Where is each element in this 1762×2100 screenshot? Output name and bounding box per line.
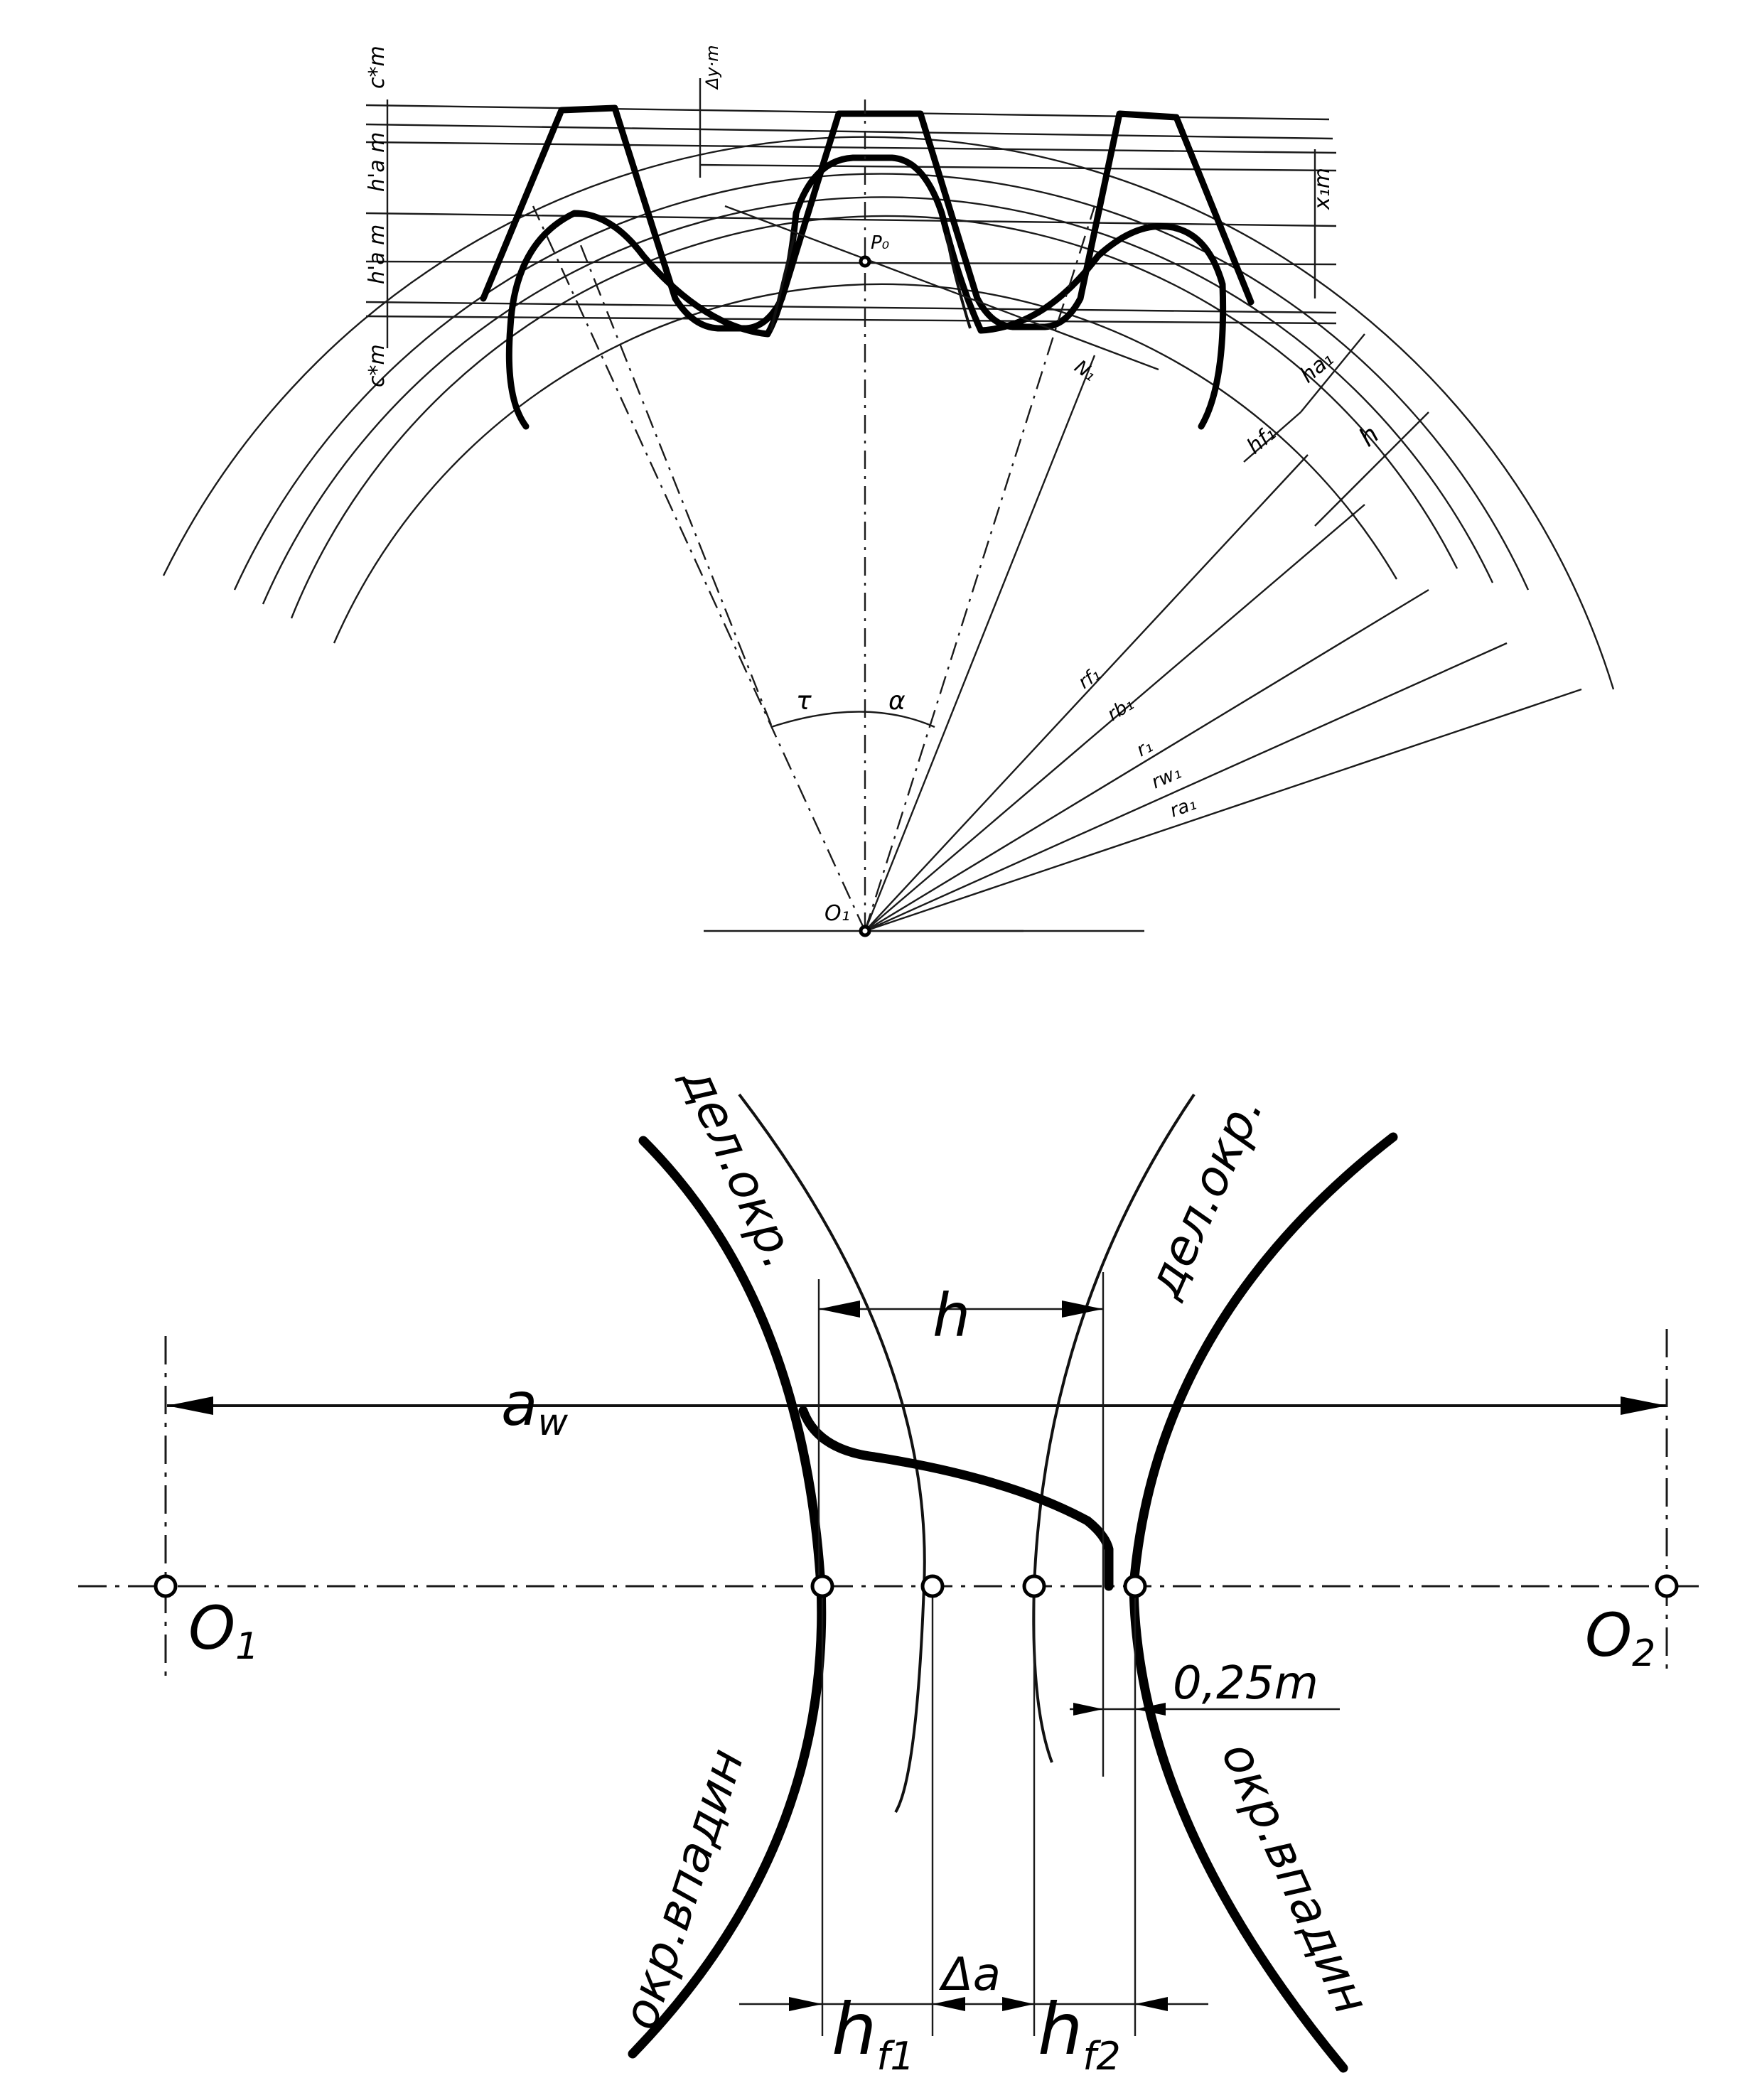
label-rw1: rw₁ bbox=[1149, 762, 1185, 794]
label-p0: P₀ bbox=[871, 232, 890, 254]
gear-tooth-profile bbox=[505, 154, 1227, 430]
label-o1-top: O₁ bbox=[824, 901, 850, 926]
label-ra1: ra₁ bbox=[1167, 793, 1199, 822]
label-hf1: hf1 bbox=[832, 1988, 915, 2079]
aw-arrow-right bbox=[1621, 1396, 1667, 1415]
angle-arc bbox=[770, 711, 935, 728]
rack-line-4 bbox=[699, 163, 1337, 172]
dim-h bbox=[1314, 411, 1429, 527]
left-pitch-circle bbox=[738, 1093, 926, 1814]
base-radius-to-n1 bbox=[864, 355, 1096, 932]
dim-label-x1m: x₁m bbox=[1310, 168, 1335, 210]
label-ha1: ha₁ bbox=[1296, 347, 1338, 389]
axis-right-tooth bbox=[864, 205, 1096, 932]
label-o2-bottom: O2 bbox=[1585, 1600, 1655, 1675]
axis-left-space bbox=[578, 241, 773, 726]
clearance-arrow-right bbox=[1135, 1703, 1166, 1716]
line-of-action bbox=[724, 205, 1159, 371]
rack-profile bbox=[480, 104, 1255, 332]
base-circle bbox=[290, 215, 1459, 619]
h-arrow-left bbox=[819, 1301, 860, 1318]
label-pitch-left: дел.окр. bbox=[670, 1058, 808, 1277]
bottom-arrow-4 bbox=[1135, 1997, 1168, 2011]
dim-ha1 bbox=[1300, 333, 1365, 413]
radius-r1 bbox=[864, 588, 1429, 932]
label-tau: τ bbox=[796, 686, 812, 716]
bottom-arrow-3 bbox=[1002, 1997, 1034, 2011]
node-pitch-right bbox=[1022, 1574, 1046, 1598]
label-clearance: 0,25m bbox=[1173, 1657, 1318, 1710]
label-aw: aw bbox=[501, 1369, 568, 1444]
pitch-circle bbox=[262, 196, 1494, 605]
rack-line-3 bbox=[365, 141, 1337, 154]
bottom-arrow-1 bbox=[789, 1997, 822, 2011]
flank-left bbox=[770, 234, 796, 331]
label-n1: N₁ bbox=[1070, 356, 1100, 386]
h-arrow-right bbox=[1062, 1301, 1103, 1318]
dim-label-ha-top: h'a m bbox=[365, 132, 390, 192]
rack-line-7 bbox=[365, 301, 1337, 314]
rack-line-8 bbox=[365, 315, 1337, 325]
point-p0 bbox=[859, 255, 871, 268]
radius-rf1 bbox=[864, 454, 1309, 932]
right-pitch-circle bbox=[1032, 1093, 1196, 1763]
label-o1-bottom: O1 bbox=[188, 1593, 259, 1668]
dim-hf1 bbox=[1243, 411, 1301, 463]
point-o1 bbox=[859, 925, 871, 937]
tooth-transition-curve bbox=[798, 1406, 1114, 1591]
dim-label-c-top: c*m bbox=[365, 45, 390, 89]
label-root-right: окр.впадин bbox=[1210, 1734, 1380, 2023]
radius-ra1 bbox=[864, 688, 1582, 932]
label-rf1: rf₁ bbox=[1075, 664, 1105, 694]
dim-label-dy: Δy·m bbox=[702, 45, 722, 90]
working-pitch-circle bbox=[233, 173, 1530, 591]
bottom-arrow-2 bbox=[933, 1997, 965, 2011]
dim-label-ha-bottom: h'a m bbox=[365, 225, 390, 284]
aw-arrow-left bbox=[167, 1396, 213, 1415]
label-hf2: hf2 bbox=[1038, 1988, 1121, 2079]
left-dimension-labels: c*m h'a m h'a m c*m bbox=[365, 45, 390, 387]
axis-left-tooth bbox=[532, 205, 866, 932]
rack-line-5 bbox=[365, 212, 1337, 227]
radius-rb1 bbox=[864, 504, 1365, 932]
gear-tooth-figure: c*m h'a m h'a m c*m Δy·m x₁m P₀ N₁ hf₁ h… bbox=[162, 45, 1615, 937]
node-root-right bbox=[1123, 1574, 1147, 1598]
node-root-left bbox=[810, 1574, 834, 1598]
label-hf1: hf₁ bbox=[1242, 421, 1281, 460]
radius-rw1 bbox=[864, 642, 1508, 932]
rack-line-6 bbox=[365, 260, 1337, 266]
label-rb1: rb₁ bbox=[1104, 694, 1138, 726]
label-h-bottom: h bbox=[933, 1281, 970, 1350]
root-circle bbox=[333, 283, 1398, 644]
center-distance-figure: дел.окр. дел.окр. окр.впадин окр.впадин … bbox=[78, 1058, 1699, 2079]
node-o2 bbox=[1655, 1574, 1679, 1598]
clearance-arrow-left bbox=[1073, 1703, 1103, 1716]
label-alpha: α bbox=[888, 686, 906, 716]
node-o1 bbox=[154, 1574, 178, 1598]
dim-label-c-bottom: c*m bbox=[365, 344, 390, 387]
flank-right bbox=[945, 234, 972, 329]
label-delta-a: Δa bbox=[938, 1949, 1001, 2001]
node-pitch-left bbox=[920, 1574, 945, 1598]
rack-line-2 bbox=[365, 123, 1333, 140]
